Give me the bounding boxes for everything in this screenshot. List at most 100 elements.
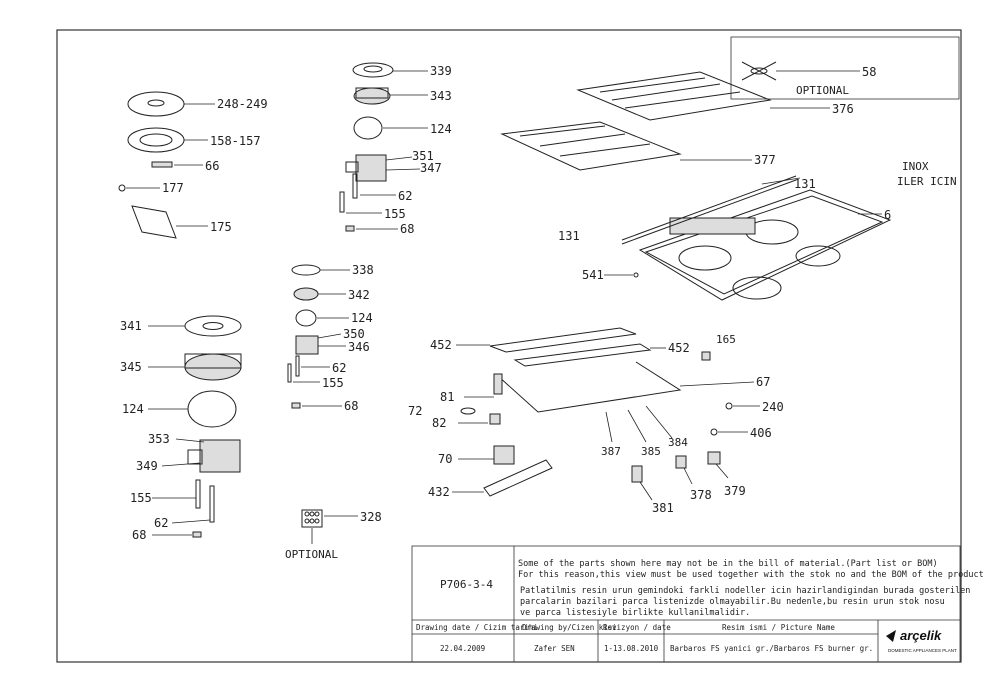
screw-541: 541 — [582, 268, 639, 282]
label-347: 347 — [420, 161, 442, 175]
hob-top-6: 6 — [638, 189, 892, 301]
optional-label-top: OPTIONAL — [796, 84, 849, 97]
label-6: 6 — [884, 208, 891, 222]
trim-strip-131: 131 131 INOX ILER ICIN — [558, 160, 957, 245]
burner-cap-248 — [127, 91, 185, 117]
label-378: 378 — [690, 488, 712, 502]
note-en-line-1: Some of the parts shown here may not be … — [518, 559, 938, 569]
switch-378 — [675, 455, 687, 469]
label-155-top: 155 — [384, 207, 406, 221]
label-353: 353 — [148, 432, 170, 446]
label-406: 406 — [750, 426, 772, 440]
label-342: 342 — [348, 288, 370, 302]
support-rail-452 — [489, 327, 637, 353]
label-379: 379 — [724, 484, 746, 498]
label-81: 81 — [440, 390, 454, 404]
label-351: 351 — [412, 149, 434, 163]
nut-240 — [725, 402, 733, 410]
nut-82 — [489, 413, 501, 425]
burner-cap-338 — [291, 264, 321, 276]
label-240: 240 — [762, 400, 784, 414]
pan-support-377: 377 — [500, 121, 776, 171]
label-62-mid: 62 — [332, 361, 346, 375]
label-62-bottom: 62 — [154, 516, 168, 530]
label-124-top: 124 — [430, 122, 452, 136]
bracket-165 — [701, 351, 711, 361]
optional-wok-support: 58 OPTIONAL — [730, 36, 960, 100]
burner-cap-341 — [184, 315, 242, 337]
clip-68-mid — [291, 402, 301, 409]
pan-support-376: 376 — [576, 71, 854, 121]
spark-plug-155-mid — [287, 363, 292, 383]
label-131-upper: 131 — [794, 177, 816, 191]
title-block: P706-3-4 Some of the parts shown here ma… — [411, 545, 984, 663]
inox-note-2: ILER ICIN — [897, 175, 957, 188]
value-revision: 1-13.08.2010 — [604, 644, 659, 653]
burner-group-bottom-left: 341 345 124 353 349 155 62 68 — [120, 315, 242, 542]
brand-subtitle: DOMESTIC APPLIANCES PLANT — [888, 648, 957, 653]
spark-plug-155-bottom — [195, 479, 201, 509]
label-124-mid: 124 — [351, 311, 373, 325]
header-drawing-by: Drawing by/Cizen kisi — [522, 623, 617, 632]
label-541: 541 — [582, 268, 604, 282]
label-165: 165 — [716, 333, 736, 346]
label-346: 346 — [348, 340, 370, 354]
burner-group-middle: 338 342 124 350 346 62 155 68 — [287, 263, 374, 413]
label-328: 328 — [360, 510, 382, 524]
retainer-ring-124 — [353, 116, 383, 140]
label-376: 376 — [832, 102, 854, 116]
label-452-left: 452 — [430, 338, 452, 352]
label-68-mid: 68 — [344, 399, 358, 413]
note-tr-line-3: ve parca listesiyle birlikte kullanilmal… — [520, 608, 750, 618]
label-68-bottom: 68 — [132, 528, 146, 542]
label-381: 381 — [652, 501, 674, 515]
inox-note-1: INOX — [902, 160, 929, 173]
injector-body-346 — [295, 335, 319, 355]
label-124-bottom: 124 — [122, 402, 144, 416]
brand-name: arçelik — [900, 628, 942, 643]
injector-body-347 — [355, 154, 387, 182]
burner-group-top-middle: 339 343 124 351 347 62 155 68 — [339, 62, 452, 236]
washer-72 — [460, 407, 476, 415]
brand-logo-mark — [886, 630, 896, 642]
flame-spreader-158 — [127, 127, 185, 153]
label-349: 349 — [136, 459, 158, 473]
clip-68-bottom — [192, 531, 202, 538]
note-tr-line-2: parcalarin bazilari parca listenizde olm… — [520, 597, 945, 607]
note-tr-line-1: Patlatilmis resin urun gemindoki farkli … — [520, 586, 970, 596]
header-picture-name: Resim ismi / Picture Name — [722, 623, 835, 632]
optional-switch-block: 328 OPTIONAL — [285, 509, 382, 561]
label-341: 341 — [120, 319, 142, 333]
label-345: 345 — [120, 360, 142, 374]
label-72: 72 — [408, 404, 422, 418]
label-175: 175 — [210, 220, 232, 234]
washer-406 — [710, 428, 718, 436]
label-339: 339 — [430, 64, 452, 78]
label-377: 377 — [754, 153, 776, 167]
label-62-top: 62 — [398, 189, 412, 203]
screw-66 — [151, 161, 173, 168]
label-384: 384 — [668, 436, 688, 449]
label-350: 350 — [343, 327, 365, 341]
manifold-assembly: 452 452 165 67 81 72 82 240 406 387 385 … — [408, 327, 784, 515]
label-452-right: 452 — [668, 341, 690, 355]
clip-68 — [345, 225, 355, 232]
switch-328 — [301, 509, 323, 528]
retainer-ring-124-mid — [295, 309, 317, 327]
label-131-lower: 131 — [558, 229, 580, 243]
drawing-code: P706-3-4 — [440, 578, 493, 591]
label-66: 66 — [205, 159, 219, 173]
label-248-249: 248-249 — [217, 97, 268, 111]
injector-body-349 — [199, 439, 241, 473]
switch-381 — [631, 465, 643, 483]
value-picture-name: Barbaros FS yanici gr./Barbaros FS burne… — [670, 644, 873, 653]
ignition-block-70 — [493, 445, 515, 465]
thermocouple-62-mid — [295, 355, 300, 377]
label-432: 432 — [428, 485, 450, 499]
thermocouple-62-bottom — [209, 485, 215, 523]
burner-head-343 — [353, 87, 391, 105]
gas-pipe-67 — [497, 361, 682, 413]
pipe-fitting-81 — [493, 373, 503, 395]
bracket-432 — [483, 459, 553, 497]
